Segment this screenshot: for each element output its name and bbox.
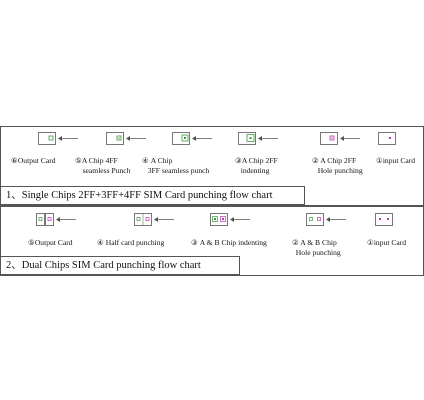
flow-arrow-icon (191, 135, 213, 142)
flow-arrow-icon (125, 135, 147, 142)
ab-chip-hole-card-icon (306, 213, 324, 226)
chip-3ff-card-icon (172, 132, 190, 145)
flow-caption-single-chips: 1、Single Chips 2FF+3FF+4FF SIM Card punc… (0, 186, 305, 205)
step-label: ④ A Chip 3FF seamless punch (142, 156, 210, 175)
flow-arrow-icon (325, 216, 347, 223)
input-card-icon (375, 213, 393, 226)
step-label: ② A Chip 2FF Hole punching (312, 156, 363, 175)
flow-arrow-icon (257, 135, 279, 142)
half-card-punching-icon (134, 213, 152, 226)
step-label: ①input Card (376, 156, 416, 165)
chip-2ff-hole-card-icon (320, 132, 338, 145)
step-label: ⑤A Chip 4FF seamless Punch (75, 156, 131, 175)
flow-arrow-icon (229, 216, 251, 223)
flow-arrow-icon (55, 216, 77, 223)
flow-arrow-icon (57, 135, 79, 142)
input-card-icon (378, 132, 396, 145)
chip-4ff-card-icon (106, 132, 124, 145)
ab-chip-indent-card-icon (210, 213, 228, 226)
flow-arrow-icon (153, 216, 175, 223)
step-label: ③ A & B Chip indenting (191, 238, 267, 247)
chip-2ff-indent-card-icon (238, 132, 256, 145)
output-card-icon (36, 213, 54, 226)
flow-arrow-icon (339, 135, 361, 142)
step-label: ② A & B Chip Hole punching (292, 238, 341, 257)
flow-caption-dual-chips: 2、Dual Chips SIM Card punching flow char… (0, 256, 240, 275)
step-label: ①input Card (367, 238, 407, 247)
output-card-icon (38, 132, 56, 145)
step-label: ④ Half card punching (97, 238, 165, 247)
step-label: ③A Chip 2FF indenting (235, 156, 278, 175)
step-label: ⑥Output Card (11, 156, 56, 165)
step-label: ⑤Output Card (28, 238, 73, 247)
